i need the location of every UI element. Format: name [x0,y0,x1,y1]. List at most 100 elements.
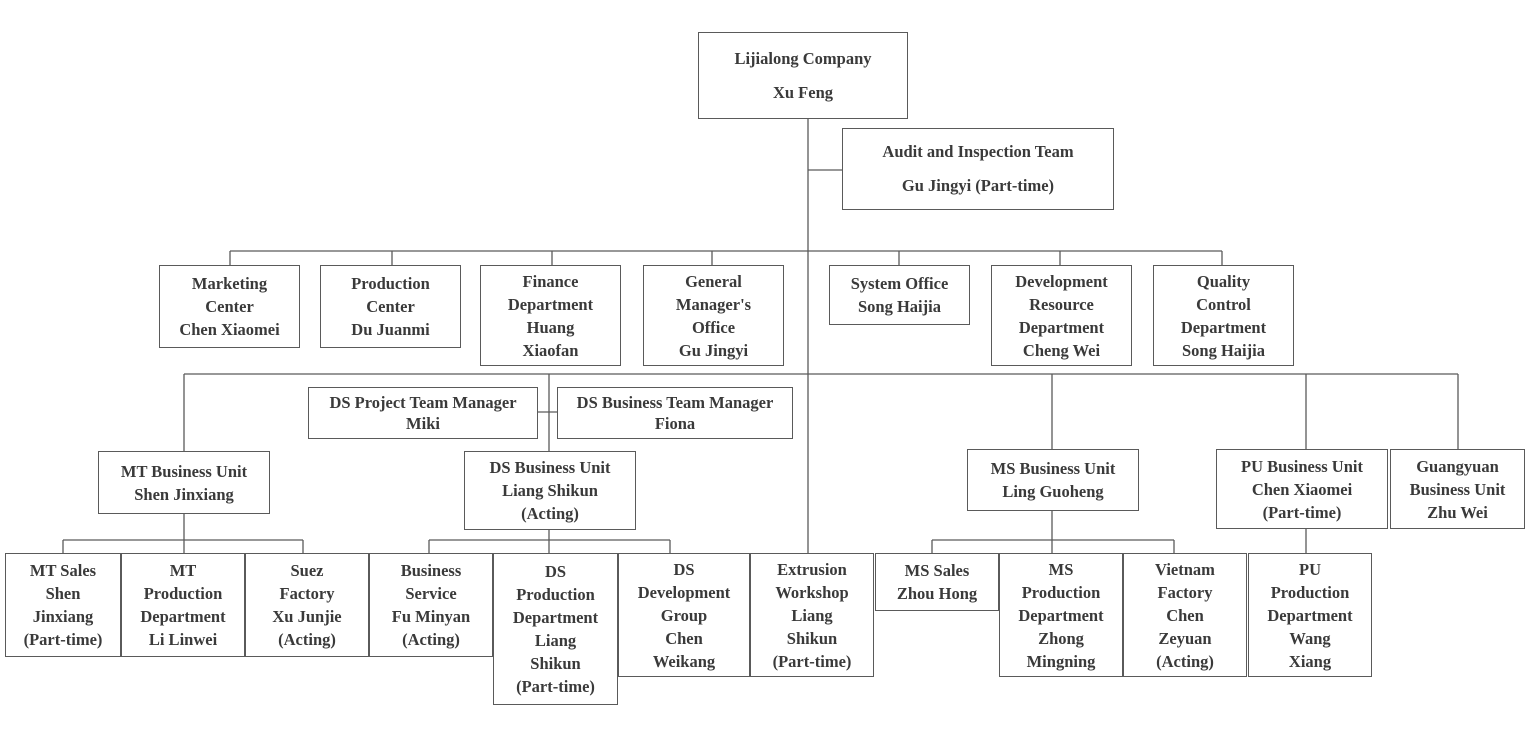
box-line: MS Sales [904,561,970,580]
box-line: DS [673,559,695,579]
box-line: Chen Xiaomei [1251,479,1353,499]
box-line: Group [660,605,708,625]
box-line: Liang [791,605,833,625]
box-line: Shen [45,584,81,603]
box-line: Mingning [1026,651,1096,671]
box-line: Jinxiang [32,607,94,626]
company-name: Lijialong Company [734,48,872,68]
box-line: Center [366,297,415,316]
box-line: MT [169,561,197,580]
box-line: DS [544,562,567,581]
pu-production-box: PU Production Department Wang Xiang [1248,553,1372,677]
ds-business-manager-box: DS Business Team Manager Fiona [557,387,793,439]
production-center-box: Production Center Du Juanmi [320,265,461,348]
box-line: (Acting) [278,630,336,649]
box-line: MS [1048,559,1074,579]
box-line: General [685,271,742,291]
box-line: Finance [522,271,579,291]
box-line: PU [1299,559,1321,579]
box-line: Zhu Wei [1427,502,1488,522]
box-line: (Acting) [521,504,579,523]
ds-project-manager-box: DS Project Team Manager Miki [308,387,538,439]
box-line: Du Juanmi [351,320,430,339]
box-line: Song Haijia [1182,340,1265,360]
box-line: MS Business Unit [990,459,1116,478]
box-line: Production [351,274,430,293]
box-line: DS Business Team Manager [576,393,774,412]
box-line: Xiaofan [522,340,579,360]
box-line: Business [400,561,462,580]
box-line: Production [143,584,223,603]
box-line: Xiang [1288,651,1332,671]
box-line: Service [405,584,457,603]
box-line: Factory [279,584,335,603]
marketing-center-box: Marketing Center Chen Xiaomei [159,265,300,348]
box-line: PU Business Unit [1241,456,1363,476]
box-line: Vietnam [1155,559,1215,579]
mt-production-box: MT Production Department Li Linwei [121,553,245,657]
box-line: Shikun [786,628,838,648]
box-line: (Acting) [1156,651,1214,671]
box-line: Cheng Wei [1022,340,1101,360]
extrusion-workshop-box: Extrusion Workshop Liang Shikun (Part-ti… [750,553,874,677]
development-resource-box: Development Resource Department Cheng We… [991,265,1132,366]
box-line: Manager's [675,294,752,314]
box-line: Office [691,317,736,337]
box-line: Shikun [530,654,581,673]
box-line: Xu Junjie [272,607,342,626]
box-line: Control [1196,294,1251,314]
company-box: Lijialong Company Xu Feng [698,32,908,119]
mt-business-unit-box: MT Business Unit Shen Jinxiang [98,451,270,514]
ms-business-unit-box: MS Business Unit Ling Guoheng [967,449,1139,511]
box-line: Department [1267,605,1353,625]
box-line: Business Unit [1409,479,1506,499]
ds-production-box: DS Production Department Liang Shikun (P… [493,553,618,705]
box-line: Suez [290,561,324,580]
box-line: Shen Jinxiang [134,484,234,504]
box-line: Department [1180,317,1267,337]
gm-office-box: General Manager's Office Gu Jingyi [643,265,784,366]
audit-team-name: Audit and Inspection Team [882,142,1074,161]
business-service-box: Business Service Fu Minyan (Acting) [369,553,493,657]
box-line: (Acting) [402,630,460,649]
box-line: Chen [1166,605,1204,625]
finance-department-box: Finance Department Huang Xiaofan [480,265,621,366]
box-line: Chen [665,628,703,648]
box-line: Development [637,582,731,602]
quality-control-box: Quality Control Department Song Haijia [1153,265,1294,366]
box-line: Factory [1157,582,1213,602]
box-line: Production [516,585,595,604]
audit-team-head: Gu Jingyi (Part-time) [901,176,1055,195]
company-head: Xu Feng [772,82,834,102]
box-line: (Part-time) [772,651,852,671]
audit-team-box: Audit and Inspection Team Gu Jingyi (Par… [842,128,1114,210]
box-line: Department [1018,317,1105,337]
box-line: Wang [1289,628,1331,648]
system-office-box: System Office Song Haijia [829,265,970,325]
box-line: Resource [1029,294,1094,314]
box-line: Extrusion [777,559,847,579]
box-line: System Office [850,274,949,293]
box-line: Guangyuan [1416,456,1499,476]
box-line: Department [507,294,594,314]
vietnam-factory-box: Vietnam Factory Chen Zeyuan (Acting) [1123,553,1247,677]
mt-sales-box: MT Sales Shen Jinxiang (Part-time) [5,553,121,657]
box-line: MT Business Unit [120,461,248,481]
box-line: Miki [406,414,440,433]
box-line: Department [512,608,599,627]
box-line: Gu Jingyi [678,340,749,360]
box-line: (Part-time) [516,677,595,696]
box-line: Song Haijia [858,297,941,316]
box-line: DS Business Unit [489,458,611,477]
guangyuan-business-unit-box: Guangyuan Business Unit Zhu Wei [1390,449,1525,529]
box-line: Development [1015,271,1108,291]
box-line: Li Linwei [148,630,218,649]
box-line: Weikang [652,651,716,671]
box-line: Department [140,607,226,626]
box-line: Workshop [775,582,849,602]
box-line: MT Sales [29,561,97,580]
box-line: Production [1270,582,1350,602]
box-line: Center [205,297,254,316]
